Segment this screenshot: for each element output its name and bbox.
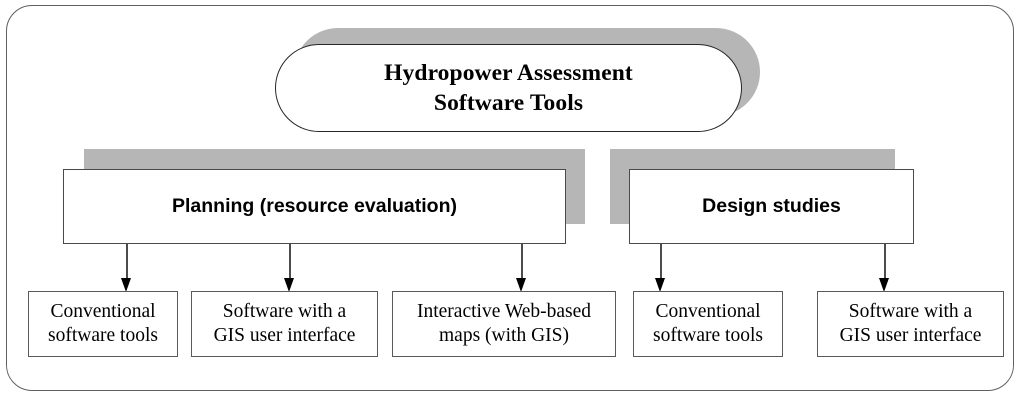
arrowhead-icon (655, 278, 666, 292)
branch-node-planning-label: Planning (resource evaluation) (172, 194, 457, 217)
connector-design-to-leaf-5 (879, 244, 890, 292)
leaf-node-conventional-software-tools-planning: Conventional software tools (28, 291, 178, 357)
leaf-node-interactive-web-based-maps: Interactive Web-based maps (with GIS) (392, 291, 616, 357)
connector-planning-to-leaf-2 (284, 244, 295, 292)
connector-design-to-leaf-4 (655, 244, 666, 292)
root-node-hydropower-assessment-software-tools: Hydropower Assessment Software Tools (275, 44, 742, 132)
connector-stem (521, 244, 523, 278)
root-node-label: Hydropower Assessment Software Tools (384, 59, 633, 116)
connector-stem (660, 244, 662, 278)
leaf-node-label: Conventional software tools (48, 300, 158, 346)
arrowhead-icon (121, 278, 132, 292)
connector-stem (884, 244, 886, 278)
branch-node-design-studies: Design studies (629, 169, 914, 244)
leaf-node-label: Conventional software tools (653, 300, 763, 346)
leaf-node-label: Software with a GIS user interface (839, 300, 982, 346)
leaf-node-label: Interactive Web-based maps (with GIS) (416, 300, 592, 346)
connector-planning-to-leaf-1 (121, 244, 132, 292)
leaf-node-label: Software with a GIS user interface (213, 300, 356, 346)
leaf-node-software-gis-user-interface-planning: Software with a GIS user interface (191, 291, 378, 357)
arrowhead-icon (284, 278, 295, 292)
diagram-outer-frame (6, 5, 1014, 391)
leaf-node-software-gis-user-interface-design: Software with a GIS user interface (817, 291, 1004, 357)
arrowhead-icon (879, 278, 890, 292)
branch-node-design-studies-label: Design studies (702, 194, 841, 217)
leaf-node-conventional-software-tools-design: Conventional software tools (633, 291, 783, 357)
connector-stem (126, 244, 128, 278)
branch-node-planning: Planning (resource evaluation) (63, 169, 566, 244)
connector-stem (289, 244, 291, 278)
arrowhead-icon (516, 278, 527, 292)
connector-planning-to-leaf-3 (516, 244, 527, 292)
